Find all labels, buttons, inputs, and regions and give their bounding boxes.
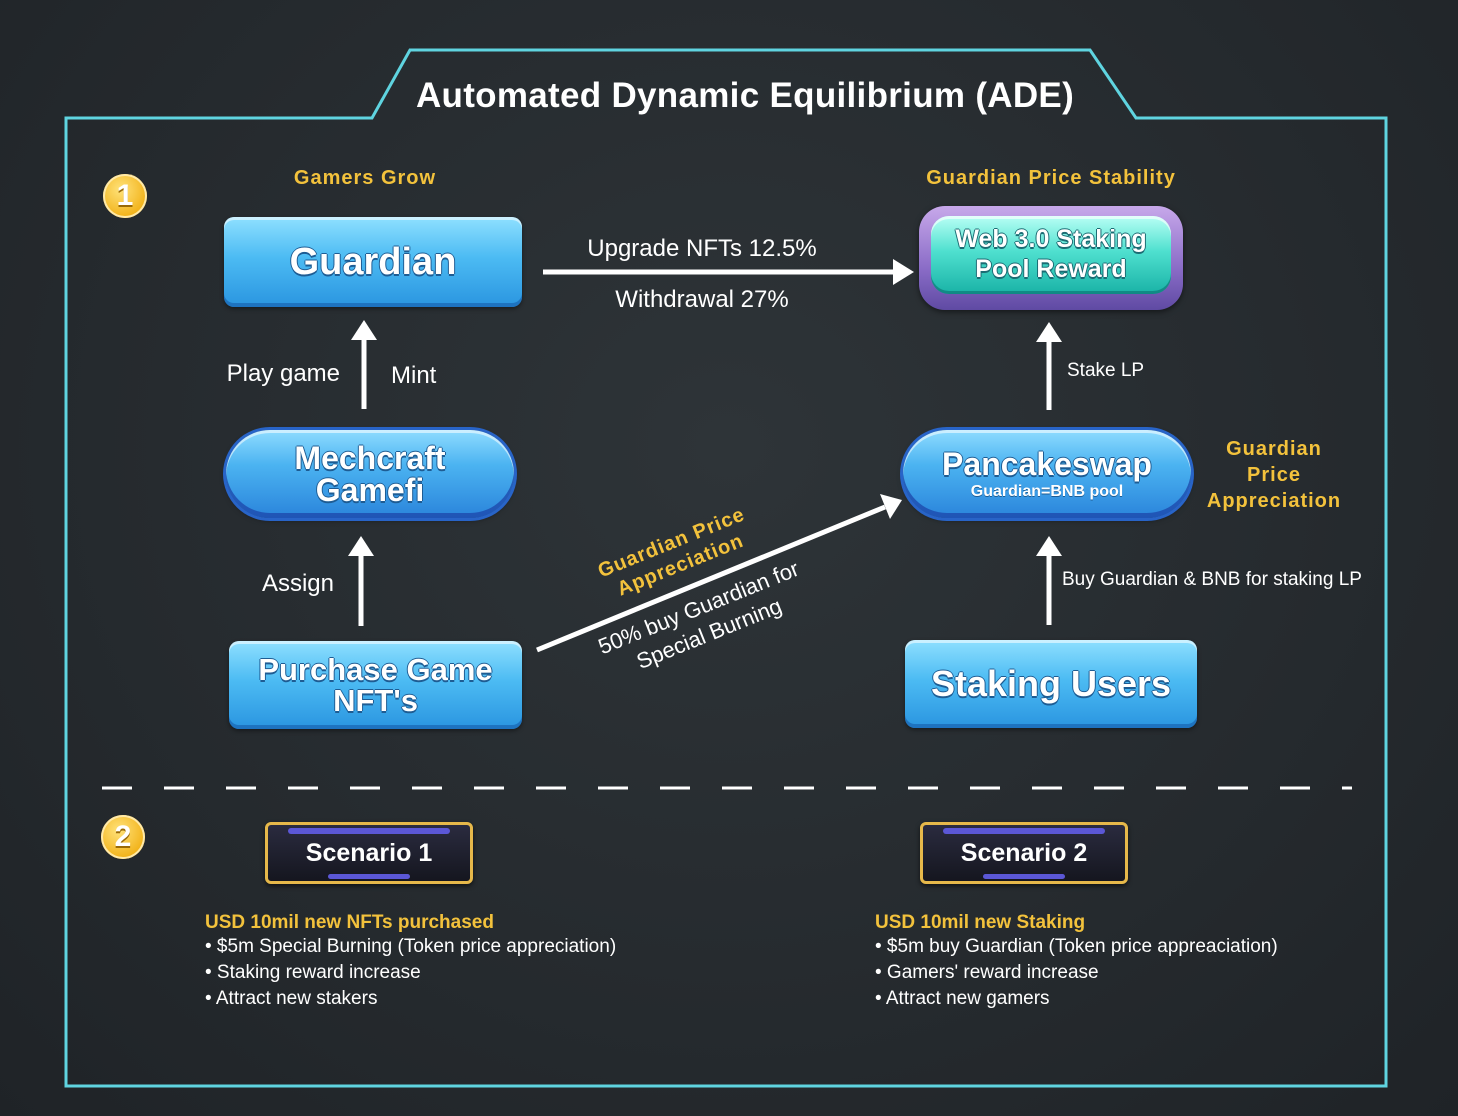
mechcraft-node: Mechcraft Gamefi — [226, 430, 514, 518]
staking-pool-node: Web 3.0 Staking Pool Reward — [919, 206, 1183, 310]
arrow-play-mint — [351, 320, 377, 409]
scenario-1-bullet: • Attract new stakers — [205, 988, 378, 1009]
purchase-nft-label: Purchase Game — [258, 652, 493, 687]
scenario-2-button-label: Scenario 2 — [960, 838, 1088, 867]
page-title: Automated Dynamic Equilibrium (ADE) — [415, 76, 1075, 115]
scenario-1-heading: USD 10mil new NFTs purchased — [205, 912, 494, 933]
arrow-upgrade — [543, 259, 914, 285]
staking-users-node: Staking Users — [905, 640, 1197, 728]
scenario-1-bullet: • Staking reward increase — [205, 962, 421, 983]
gamers-grow-label: Gamers Grow — [293, 167, 437, 189]
scenario-1-details: USD 10mil new NFTs purchased • $5m Speci… — [205, 912, 725, 1012]
scenario-2-bullet: • $5m buy Guardian (Token price appreaci… — [875, 936, 1278, 957]
price-appreciation-line: Appreciation — [1206, 490, 1342, 512]
step-2-badge: 2 — [101, 815, 145, 859]
purchase-nft-label: NFT's — [333, 683, 418, 718]
arrow-assign — [348, 536, 374, 626]
guardian-node-label: Guardian — [289, 241, 457, 283]
mechcraft-node-label: Gamefi — [315, 472, 425, 508]
price-stability-label: Guardian Price Stability — [926, 167, 1176, 189]
assign-label: Assign — [261, 570, 334, 597]
buy-staking-label: Buy Guardian & BNB for staking LP — [1062, 569, 1362, 590]
upgrade-label: Upgrade NFTs 12.5% — [587, 235, 817, 262]
purchase-nft-node: Purchase Game NFT's — [229, 641, 522, 729]
stake-lp-label: Stake LP — [1067, 360, 1145, 381]
scenario-2-bullet: • Attract new gamers — [875, 988, 1050, 1009]
price-appreciation-label: Guardian Price Appreciation — [1198, 436, 1350, 514]
scenario-2-heading: USD 10mil new Staking — [875, 912, 1086, 933]
pancakeswap-node-label: Pancakeswap — [942, 446, 1152, 482]
scenario-2-bullet: • Gamers' reward increase — [875, 962, 1099, 983]
pancakeswap-node: Pancakeswap Guardian=BNB pool — [903, 430, 1191, 518]
step-1-badge: 1 — [103, 174, 147, 218]
scenario-2-details: USD 10mil new Staking • $5m buy Guardian… — [875, 912, 1355, 1012]
arrow-buy-staking — [1036, 536, 1062, 625]
staking-pool-label: Pool Reward — [975, 255, 1127, 283]
staking-pool-label: Web 3.0 Staking — [955, 225, 1147, 253]
arrow-buy-burn — [536, 494, 902, 653]
scenario-1-bullet: • $5m Special Burning (Token price appre… — [205, 936, 617, 957]
guardian-node: Guardian — [224, 217, 522, 307]
scenario-1-button[interactable]: Scenario 1 — [265, 822, 473, 884]
mechcraft-node-label: Mechcraft — [294, 440, 446, 476]
mint-label: Mint — [391, 362, 437, 389]
play-game-label: Play game — [226, 360, 340, 387]
scenario-1-button-label: Scenario 1 — [305, 838, 433, 867]
frame-border — [64, 48, 1388, 1088]
withdrawal-label: Withdrawal 27% — [615, 286, 789, 313]
arrow-stake-lp — [1036, 322, 1062, 410]
staking-users-label: Staking Users — [930, 663, 1172, 704]
pancakeswap-pool-label: Guardian=BNB pool — [970, 483, 1124, 500]
scenario-2-button[interactable]: Scenario 2 — [920, 822, 1128, 884]
price-appreciation-line: Price — [1247, 464, 1301, 486]
price-appreciation-line: Guardian — [1226, 438, 1322, 460]
